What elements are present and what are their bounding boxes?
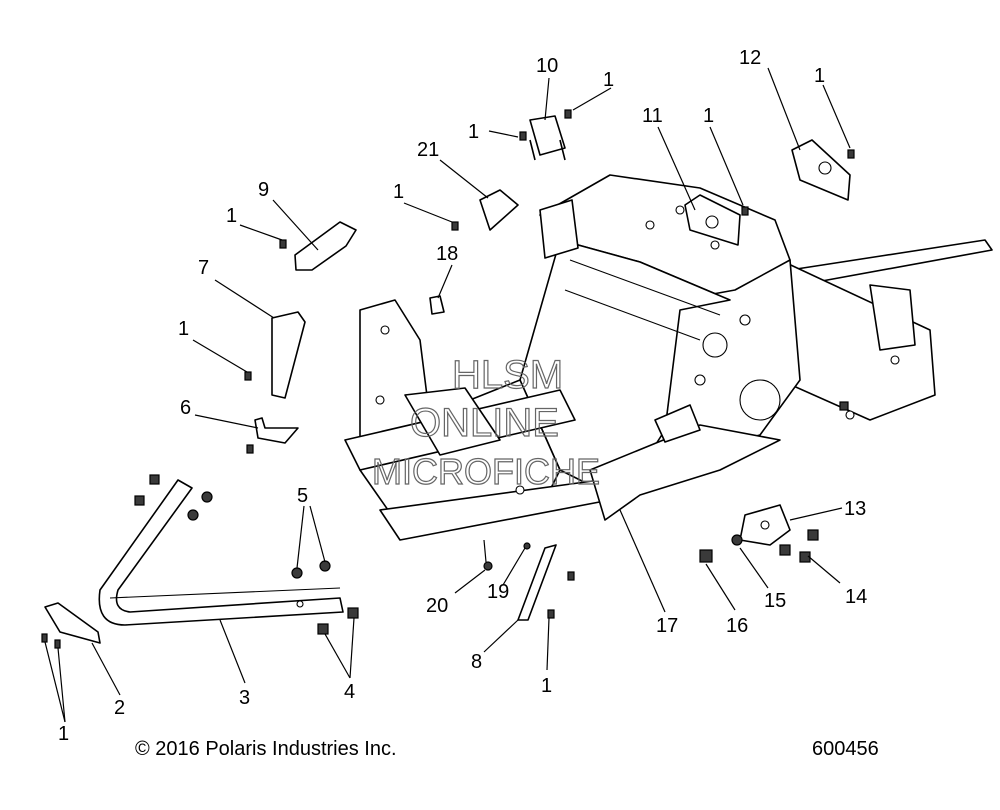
callout-19: 19 [487,581,509,603]
part-12-bracket [791,139,851,201]
callout-1: 1 [703,105,714,127]
callout-11: 11 [642,105,663,127]
part-10-bracket [529,115,566,161]
copyright-notice: © 2016 Polaris Industries Inc. [135,738,397,760]
callout-1: 1 [468,121,479,143]
callout-8: 8 [471,651,482,673]
document-number: 600456 [812,738,879,760]
callout-16: 16 [726,615,748,637]
callout-18: 18 [436,243,458,265]
callout-21: 21 [417,139,439,161]
callout-17: 17 [656,615,678,637]
callout-3: 3 [239,687,250,709]
part-9-bracket [294,221,357,271]
watermark: HLSM ONLINE MICROFICHE [371,352,600,492]
callout-labels: 1 1 10 12 1 11 1 21 1 9 1 18 7 1 6 5 13 … [58,47,867,745]
part-8-bracket [517,544,557,621]
callout-14: 14 [845,586,867,608]
watermark-line-3: MICROFICHE [372,451,600,492]
callout-6: 6 [180,397,191,419]
callout-1: 1 [541,675,552,697]
part-13-plate [739,504,791,546]
part-3-bumper [98,479,344,626]
callout-4: 4 [344,681,355,703]
part-6-bracket [254,417,299,444]
part-2-bracket [44,602,101,644]
callout-1: 1 [58,723,69,745]
callout-1: 1 [226,205,237,227]
callout-7: 7 [198,257,209,279]
callout-9: 9 [258,179,269,201]
callout-5: 5 [297,485,308,507]
watermark-line-1: HLSM [452,353,563,397]
part-21-bracket [479,189,519,231]
leader-lines [44,67,851,723]
main-frame [344,174,993,541]
callout-1: 1 [814,65,825,87]
callout-13: 13 [844,498,866,520]
callout-1: 1 [178,318,189,340]
callout-20: 20 [426,595,448,617]
callout-12: 12 [739,47,761,69]
callout-1: 1 [393,181,404,203]
part-7-cover [271,311,306,399]
part-18-clip [429,295,445,315]
fasteners [41,109,855,649]
callout-1: 1 [603,69,614,91]
callout-15: 15 [764,590,786,612]
part-11-bracket [684,194,741,246]
watermark-line-2: ONLINE [410,401,559,445]
callout-2: 2 [114,697,125,719]
callout-10: 10 [536,55,558,77]
